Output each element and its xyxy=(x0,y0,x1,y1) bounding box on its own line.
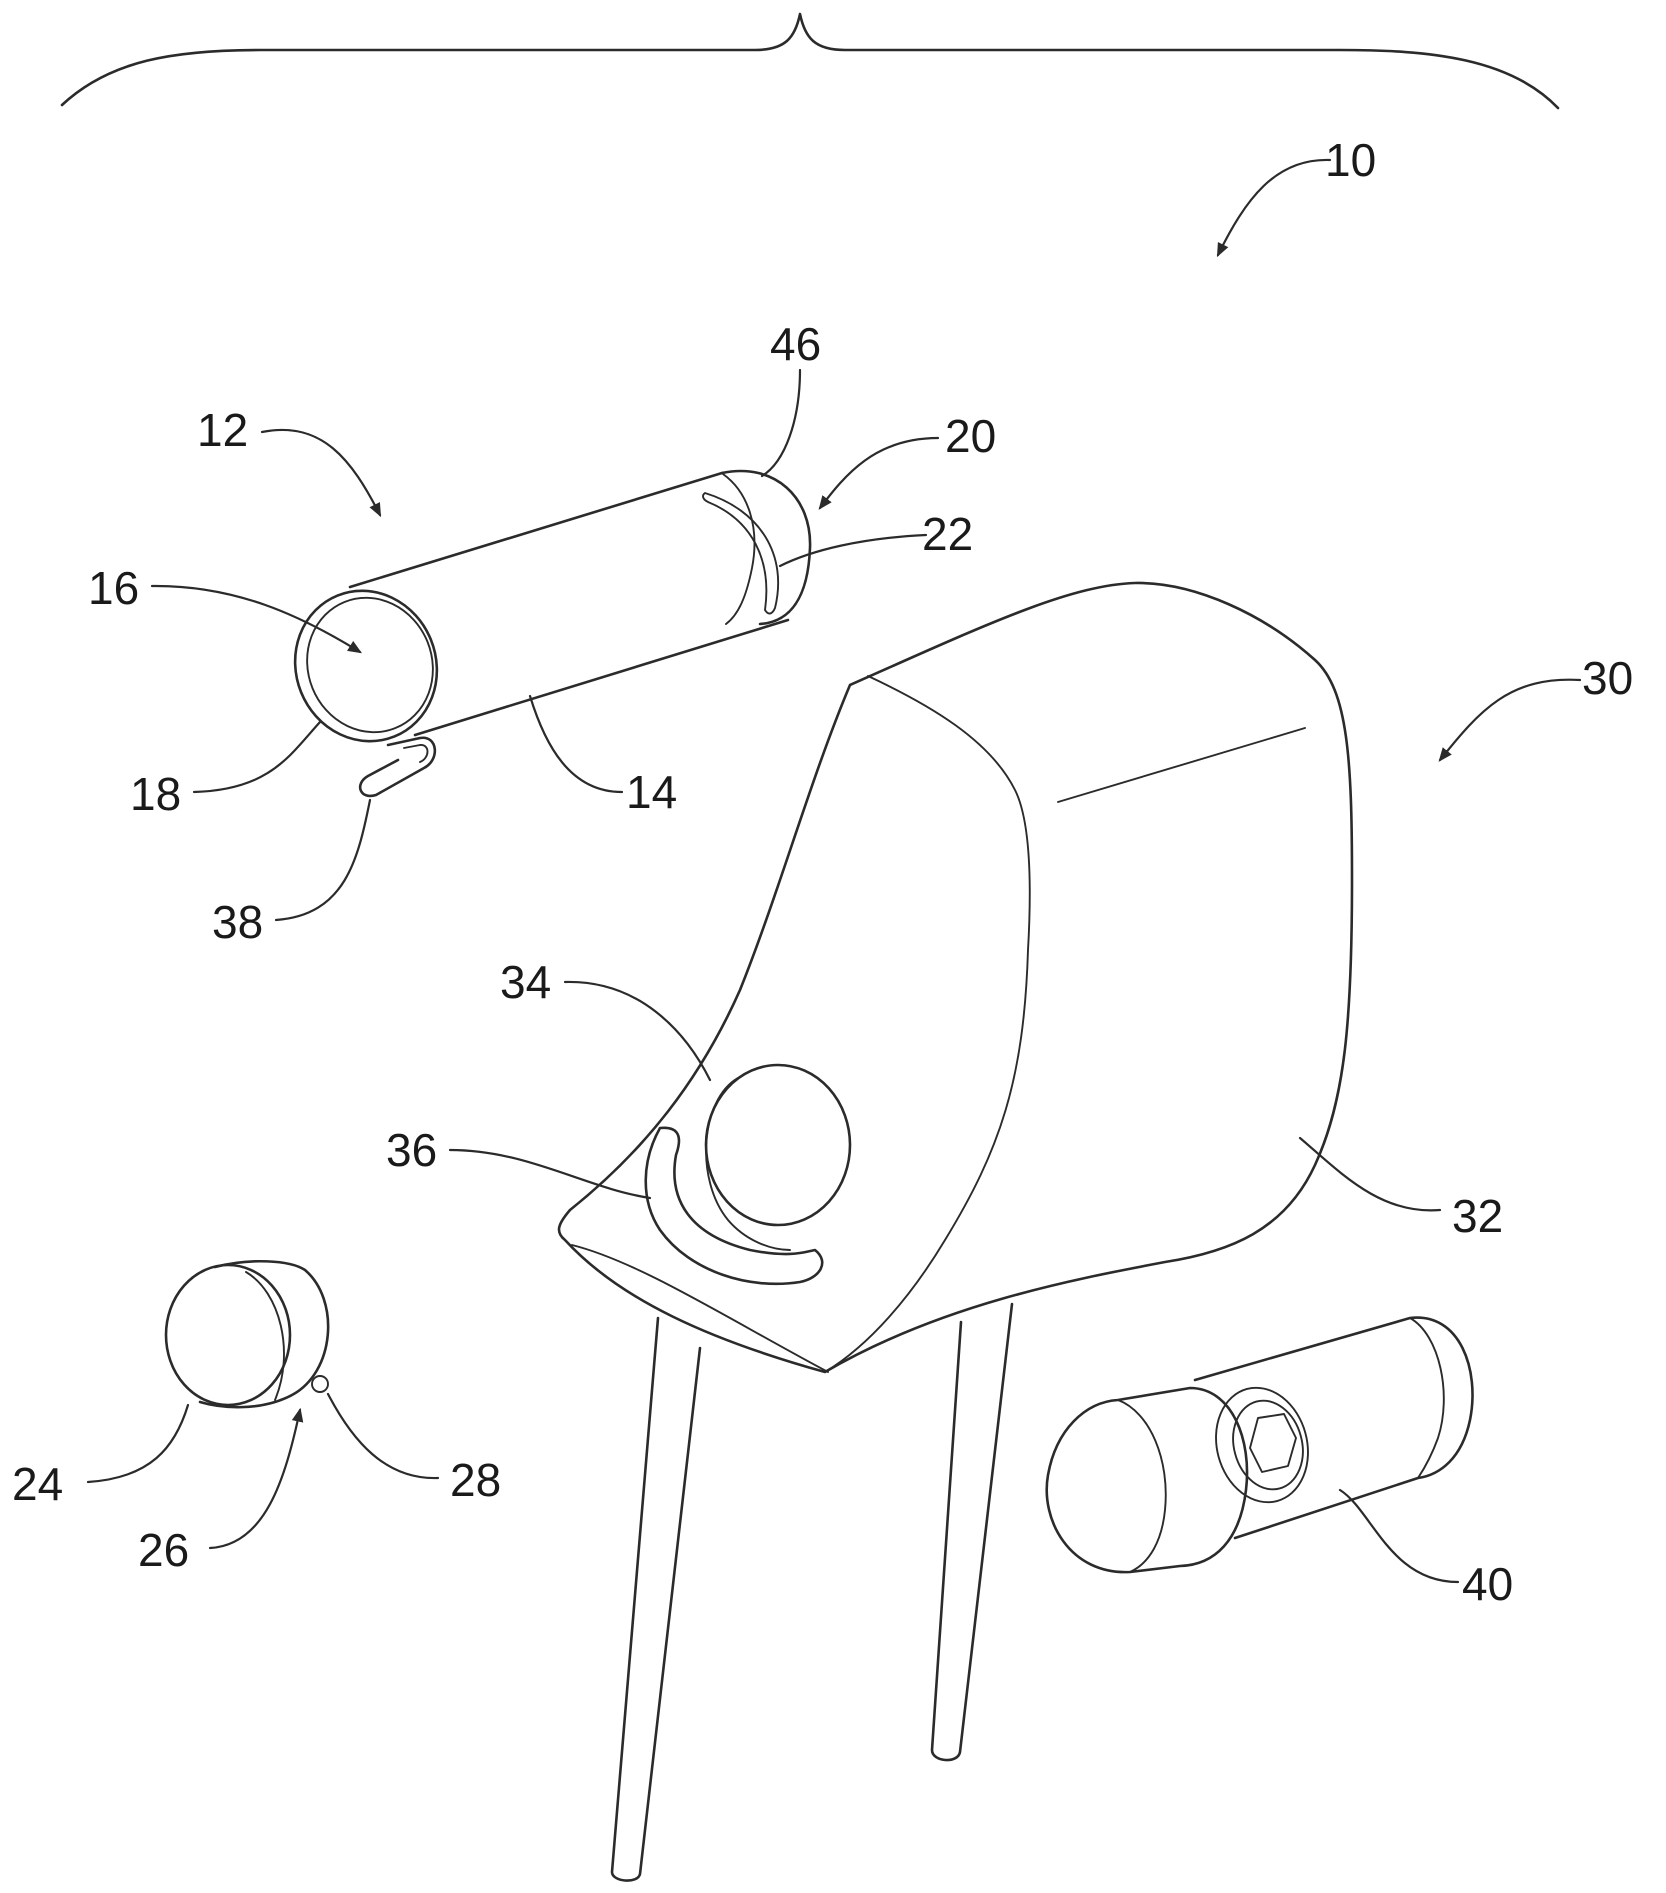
housing-side-crease xyxy=(1057,727,1306,803)
ref-36: 36 xyxy=(386,1124,437,1176)
leader-40 xyxy=(1338,1488,1460,1584)
leader-16 xyxy=(150,584,362,654)
ref-24: 24 xyxy=(12,1458,63,1510)
tube-slot-22 xyxy=(702,492,780,615)
leader-26 xyxy=(208,1407,304,1550)
housing-outline xyxy=(557,581,1354,1374)
ref-40: 40 xyxy=(1462,1558,1513,1610)
ref-12: 12 xyxy=(197,404,248,456)
ref-32: 32 xyxy=(1452,1190,1503,1242)
housing-top-crease xyxy=(824,675,1031,1373)
leg-right xyxy=(930,1302,1014,1762)
assembly-brace xyxy=(60,12,1560,110)
adapter-thread-outer xyxy=(1215,1386,1309,1504)
socket-34-rim xyxy=(705,1077,791,1251)
ref-14: 14 xyxy=(626,766,677,818)
ref-20: 20 xyxy=(945,410,996,462)
front-lens-16 xyxy=(293,589,439,743)
leader-lines xyxy=(86,158,1582,1584)
leader-28 xyxy=(326,1392,440,1480)
ref-22: 22 xyxy=(922,508,973,560)
tube-back-cap xyxy=(720,469,812,626)
pin-28 xyxy=(311,1375,329,1393)
ref-46: 46 xyxy=(770,318,821,370)
adapter-cylinder-edge xyxy=(1117,1399,1167,1573)
leader-22 xyxy=(778,533,928,568)
leader-36 xyxy=(448,1148,652,1200)
cap-rim xyxy=(245,1271,285,1401)
handpiece-12 xyxy=(293,469,812,798)
ref-30: 30 xyxy=(1582,652,1633,704)
base-unit-30 xyxy=(557,581,1354,1882)
cradle-slot-36 xyxy=(644,1126,824,1286)
adapter-hex xyxy=(1249,1413,1297,1473)
cap-24 xyxy=(164,1259,330,1409)
adapter-cylinder xyxy=(1045,1386,1249,1574)
ref-26: 26 xyxy=(138,1524,189,1576)
clip-38-inner xyxy=(403,744,429,763)
adapter-body xyxy=(1193,1316,1474,1540)
ref-18: 18 xyxy=(130,768,181,820)
clip-38 xyxy=(358,736,437,798)
leader-38 xyxy=(274,798,372,922)
adapter-40 xyxy=(1045,1316,1474,1574)
leader-20 xyxy=(818,436,940,510)
leader-32 xyxy=(1298,1136,1442,1212)
cap-face xyxy=(164,1263,292,1407)
housing-front-bevel xyxy=(571,1244,829,1373)
ref-28: 28 xyxy=(450,1454,501,1506)
ref-34: 34 xyxy=(500,956,551,1008)
leader-30 xyxy=(1438,678,1582,762)
leader-46 xyxy=(760,368,802,478)
front-ring-18 xyxy=(306,596,434,734)
leg-left xyxy=(610,1316,702,1882)
ref-16: 16 xyxy=(88,562,139,614)
tube-bottom-edge xyxy=(413,618,790,737)
tube-top-edge xyxy=(348,471,724,589)
reference-numerals: 10 12 46 20 22 16 18 14 38 30 34 36 32 2… xyxy=(12,134,1633,1610)
tube-cap-seam-46 xyxy=(722,473,756,625)
cap-body xyxy=(198,1259,330,1409)
adapter-thread-mid xyxy=(1232,1399,1304,1491)
leader-10 xyxy=(1216,158,1332,258)
leader-12 xyxy=(260,428,382,518)
ref-38: 38 xyxy=(212,896,263,948)
ref-10: 10 xyxy=(1325,134,1376,186)
socket-34-outer xyxy=(704,1063,852,1227)
leader-18 xyxy=(192,720,322,794)
leader-14 xyxy=(528,694,624,794)
adapter-body-inner xyxy=(1409,1317,1445,1479)
leader-24 xyxy=(86,1403,190,1484)
leader-34 xyxy=(563,980,712,1082)
